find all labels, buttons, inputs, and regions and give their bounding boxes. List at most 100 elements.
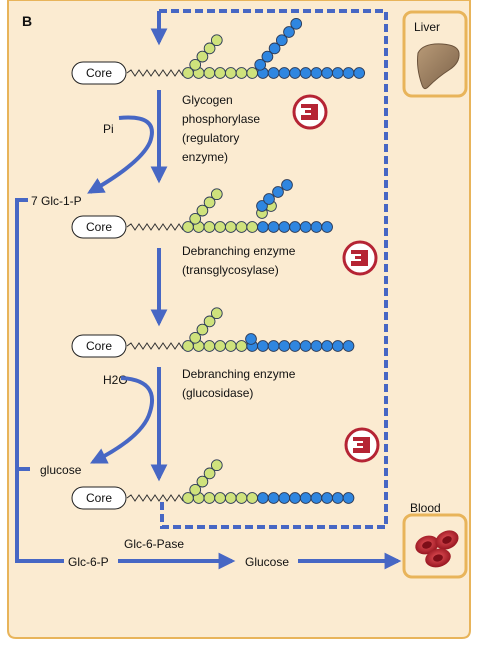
- glucose-unit-blue: [299, 221, 312, 233]
- glucose-unit-green: [235, 340, 248, 352]
- glucose-free-label: glucose: [40, 463, 82, 477]
- glucose-unit-green: [214, 67, 226, 79]
- glucose-blood-label: Glucose: [245, 555, 289, 569]
- glucose-unit-blue: [256, 200, 268, 212]
- glucose-unit-green: [203, 42, 216, 55]
- glucose-unit-green: [224, 221, 237, 233]
- enzyme-transglycosylase-l2: (transglycosylase): [182, 263, 279, 277]
- glc1p-label: 7 Glc-1-P: [31, 194, 82, 208]
- liver-icon: [417, 43, 460, 90]
- core-label-1: Core: [86, 66, 112, 80]
- glucose-unit-green: [189, 483, 202, 496]
- glucose-unit-green: [189, 212, 202, 225]
- enzyme-phosphorylase-l3: (regulatory: [182, 131, 239, 145]
- enzyme-glucosidase-l2: (glucosidase): [182, 386, 253, 400]
- glucose-unit-blue: [257, 221, 269, 233]
- cell-background: [7, 0, 471, 639]
- core-linker: [126, 69, 184, 77]
- glc6pase-label: Glc-6-Pase: [124, 537, 184, 551]
- glucose-unit-blue: [321, 340, 333, 352]
- core-label-4: Core: [86, 491, 112, 505]
- glucose-unit-blue: [278, 340, 291, 352]
- glucose-unit-green: [210, 307, 223, 320]
- glucose-unit-blue: [321, 67, 333, 79]
- glucose-unit-blue: [268, 42, 281, 55]
- glucose-unit-green: [235, 221, 248, 233]
- glucose-unit-green: [224, 67, 237, 79]
- glucose-unit-green: [203, 467, 216, 480]
- core-protein-icon: [71, 334, 127, 358]
- glucose-unit-green: [189, 58, 202, 71]
- core-label-2: Core: [86, 220, 112, 234]
- glucose-unit-blue: [290, 17, 303, 30]
- h2o-to-glucose-arrow: [89, 376, 154, 464]
- epinephrine-icon: [344, 427, 380, 463]
- glucose-unit-green: [203, 67, 216, 79]
- enzyme-transglycosylase-l1: Debranching enzyme: [182, 244, 296, 258]
- pi-label: Pi: [103, 122, 114, 136]
- glucose-unit-green: [246, 221, 259, 233]
- enzyme-phosphorylase-l4: enzyme): [182, 150, 228, 164]
- glucose-unit-green: [224, 492, 237, 504]
- glucose-unit-green: [203, 221, 216, 233]
- glucose-unit-blue: [310, 492, 323, 504]
- glucose-unit-blue: [289, 67, 301, 79]
- enzyme-phosphorylase-l1: Glycogen: [182, 93, 233, 107]
- glucose-unit-blue: [342, 492, 355, 504]
- core-label-3: Core: [86, 339, 112, 353]
- glycogen-chains: [126, 17, 366, 504]
- core-protein-icon: [71, 215, 127, 239]
- glucose-unit-blue: [299, 67, 312, 79]
- core-protein-icon: [71, 486, 127, 510]
- glucose-unit-green: [224, 340, 237, 352]
- glucose-unit-blue: [289, 340, 301, 352]
- glucose-unit-blue: [263, 193, 275, 205]
- liver-label: Liver: [414, 20, 440, 34]
- glucose-unit-green: [203, 340, 216, 352]
- blood-cells-icon: [415, 530, 459, 568]
- core-linker: [126, 494, 184, 502]
- glucose-unit-blue: [310, 221, 323, 233]
- glucose-unit-green: [196, 50, 209, 63]
- glucose-unit-blue: [310, 67, 323, 79]
- glucose-unit-blue: [272, 186, 284, 198]
- pi-to-glc1p-arrow: [87, 115, 154, 194]
- glucose-unit-green: [214, 340, 226, 352]
- panel-label: B: [22, 13, 32, 29]
- recycle-dashed-loop: [159, 9, 388, 529]
- glucose-unit-blue: [267, 492, 280, 504]
- glucose-unit-blue: [331, 67, 344, 79]
- glucose-unit-blue: [331, 340, 344, 352]
- glucose-unit-green: [196, 323, 209, 336]
- glucose-unit-green: [214, 492, 226, 504]
- glucose-unit-blue: [275, 34, 288, 47]
- glucose-unit-blue: [278, 492, 291, 504]
- core-linker: [126, 223, 184, 231]
- glucose-unit-green: [210, 188, 223, 201]
- glucose-unit-blue: [342, 67, 355, 79]
- core-linker: [126, 342, 184, 350]
- glucose-unit-green: [235, 67, 248, 79]
- glc6p-label: Glc-6-P: [68, 555, 109, 569]
- enzyme-glucosidase-l1: Debranching enzyme: [182, 367, 296, 381]
- glucose-unit-green: [210, 34, 223, 47]
- glucose-unit-blue: [254, 58, 267, 71]
- glucose-unit-green: [235, 492, 248, 504]
- glucose-unit-blue: [267, 340, 280, 352]
- glucose-unit-green: [246, 67, 259, 79]
- glucose-unit-blue: [267, 67, 280, 79]
- glucose-unit-blue: [278, 67, 291, 79]
- glucose-unit-blue: [321, 492, 333, 504]
- glucose-unit-blue: [299, 340, 312, 352]
- glucose-unit-blue: [310, 340, 323, 352]
- glucose-unit-green: [189, 331, 202, 344]
- glucose-unit-blue: [278, 221, 291, 233]
- glucose-unit-blue: [321, 221, 333, 233]
- glucose-unit-blue: [257, 340, 269, 352]
- glucose-unit-blue: [261, 50, 274, 63]
- glucose-unit-green: [203, 492, 216, 504]
- bracket-to-glc6p: [15, 198, 64, 563]
- glucose-unit-green: [196, 475, 209, 488]
